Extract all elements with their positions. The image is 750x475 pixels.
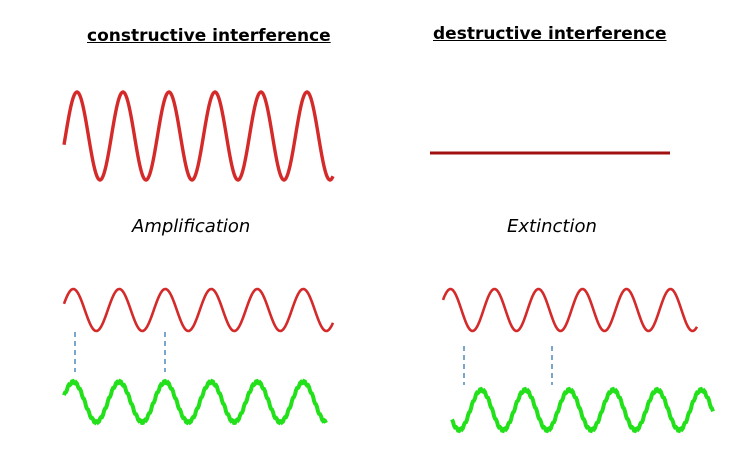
destructive-interference-heading: destructive interference [433, 24, 667, 44]
right-green-component-wave [450, 386, 715, 434]
left-red-component-wave [62, 287, 335, 333]
left-green-component-wave [62, 378, 328, 426]
constructive-interference-heading: constructive interference [87, 26, 331, 46]
amplification-caption: Amplification [132, 216, 251, 237]
extinction-caption: Extinction [507, 216, 597, 237]
right-red-component-wave [441, 287, 699, 333]
amplified-result-wave [62, 90, 335, 182]
